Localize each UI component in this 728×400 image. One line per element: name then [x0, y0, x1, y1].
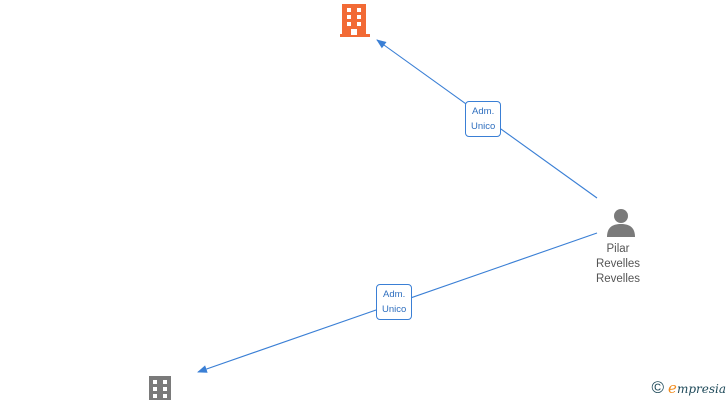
person-name[interactable]: Pilar Revelles Revelles	[578, 242, 658, 287]
person-icon[interactable]	[607, 209, 635, 237]
edge-label-bottom[interactable]: Adm. Unico	[376, 284, 413, 320]
edge-label-line: Unico	[471, 121, 496, 132]
copyright-icon: ©	[651, 378, 665, 397]
brand-logo[interactable]: © empresia	[652, 378, 726, 398]
building-icon[interactable]	[149, 376, 171, 400]
person-name-line: Revelles	[595, 273, 641, 285]
brand-name: mpresia	[676, 381, 726, 396]
person-name-line: Revelles	[595, 258, 641, 270]
person-name-line: Pilar	[606, 243, 630, 255]
building-icon[interactable]	[340, 4, 370, 37]
edge-label-top[interactable]: Adm. Unico	[465, 101, 502, 137]
brand-initial: e	[668, 378, 677, 397]
edge-label-line: Unico	[382, 304, 407, 315]
edge-label-line: Adm.	[472, 106, 495, 117]
edge-label-line: Adm.	[383, 289, 406, 300]
